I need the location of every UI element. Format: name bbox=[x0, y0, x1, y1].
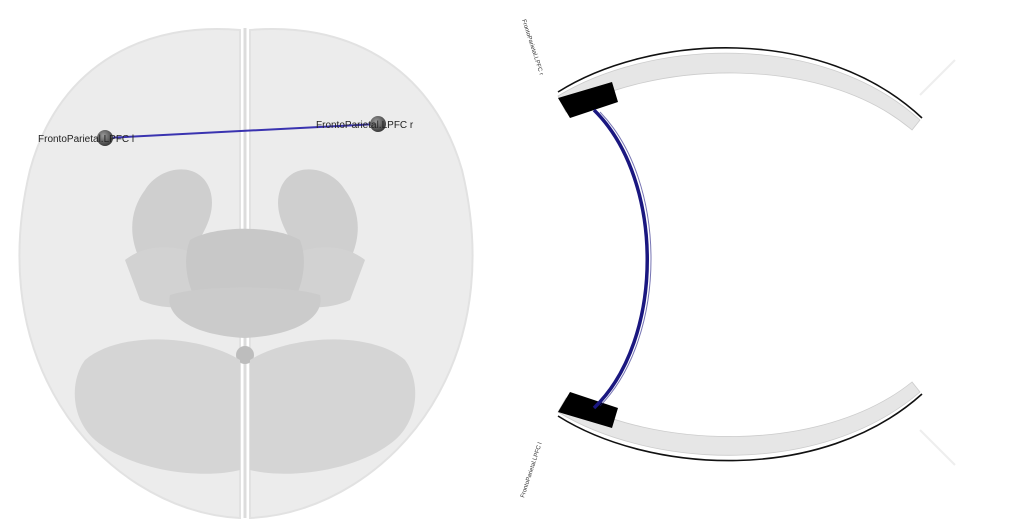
node-label-right: FrontoParietal.LPFC r bbox=[316, 120, 414, 131]
brain-glass-render: FrontoParietal.LPFC l FrontoParietal.LPF… bbox=[0, 0, 500, 525]
guide-line-bottom bbox=[920, 430, 955, 465]
guide-line-top bbox=[920, 60, 955, 95]
brain-3d-view: FrontoParietal.LPFC l FrontoParietal.LPF… bbox=[0, 0, 500, 525]
connectogram-view: FrontoParietal.LPFC r FrontoParietal.LPF… bbox=[500, 0, 1021, 525]
connection-chord bbox=[594, 110, 647, 408]
ring-label-bottom: FrontoParietal.LPFC l bbox=[520, 442, 544, 499]
node-label-left: FrontoParietal.LPFC l bbox=[38, 134, 134, 145]
connectogram-svg: FrontoParietal.LPFC r FrontoParietal.LPF… bbox=[500, 0, 1021, 525]
ring-label-top: FrontoParietal.LPFC r bbox=[520, 19, 544, 76]
